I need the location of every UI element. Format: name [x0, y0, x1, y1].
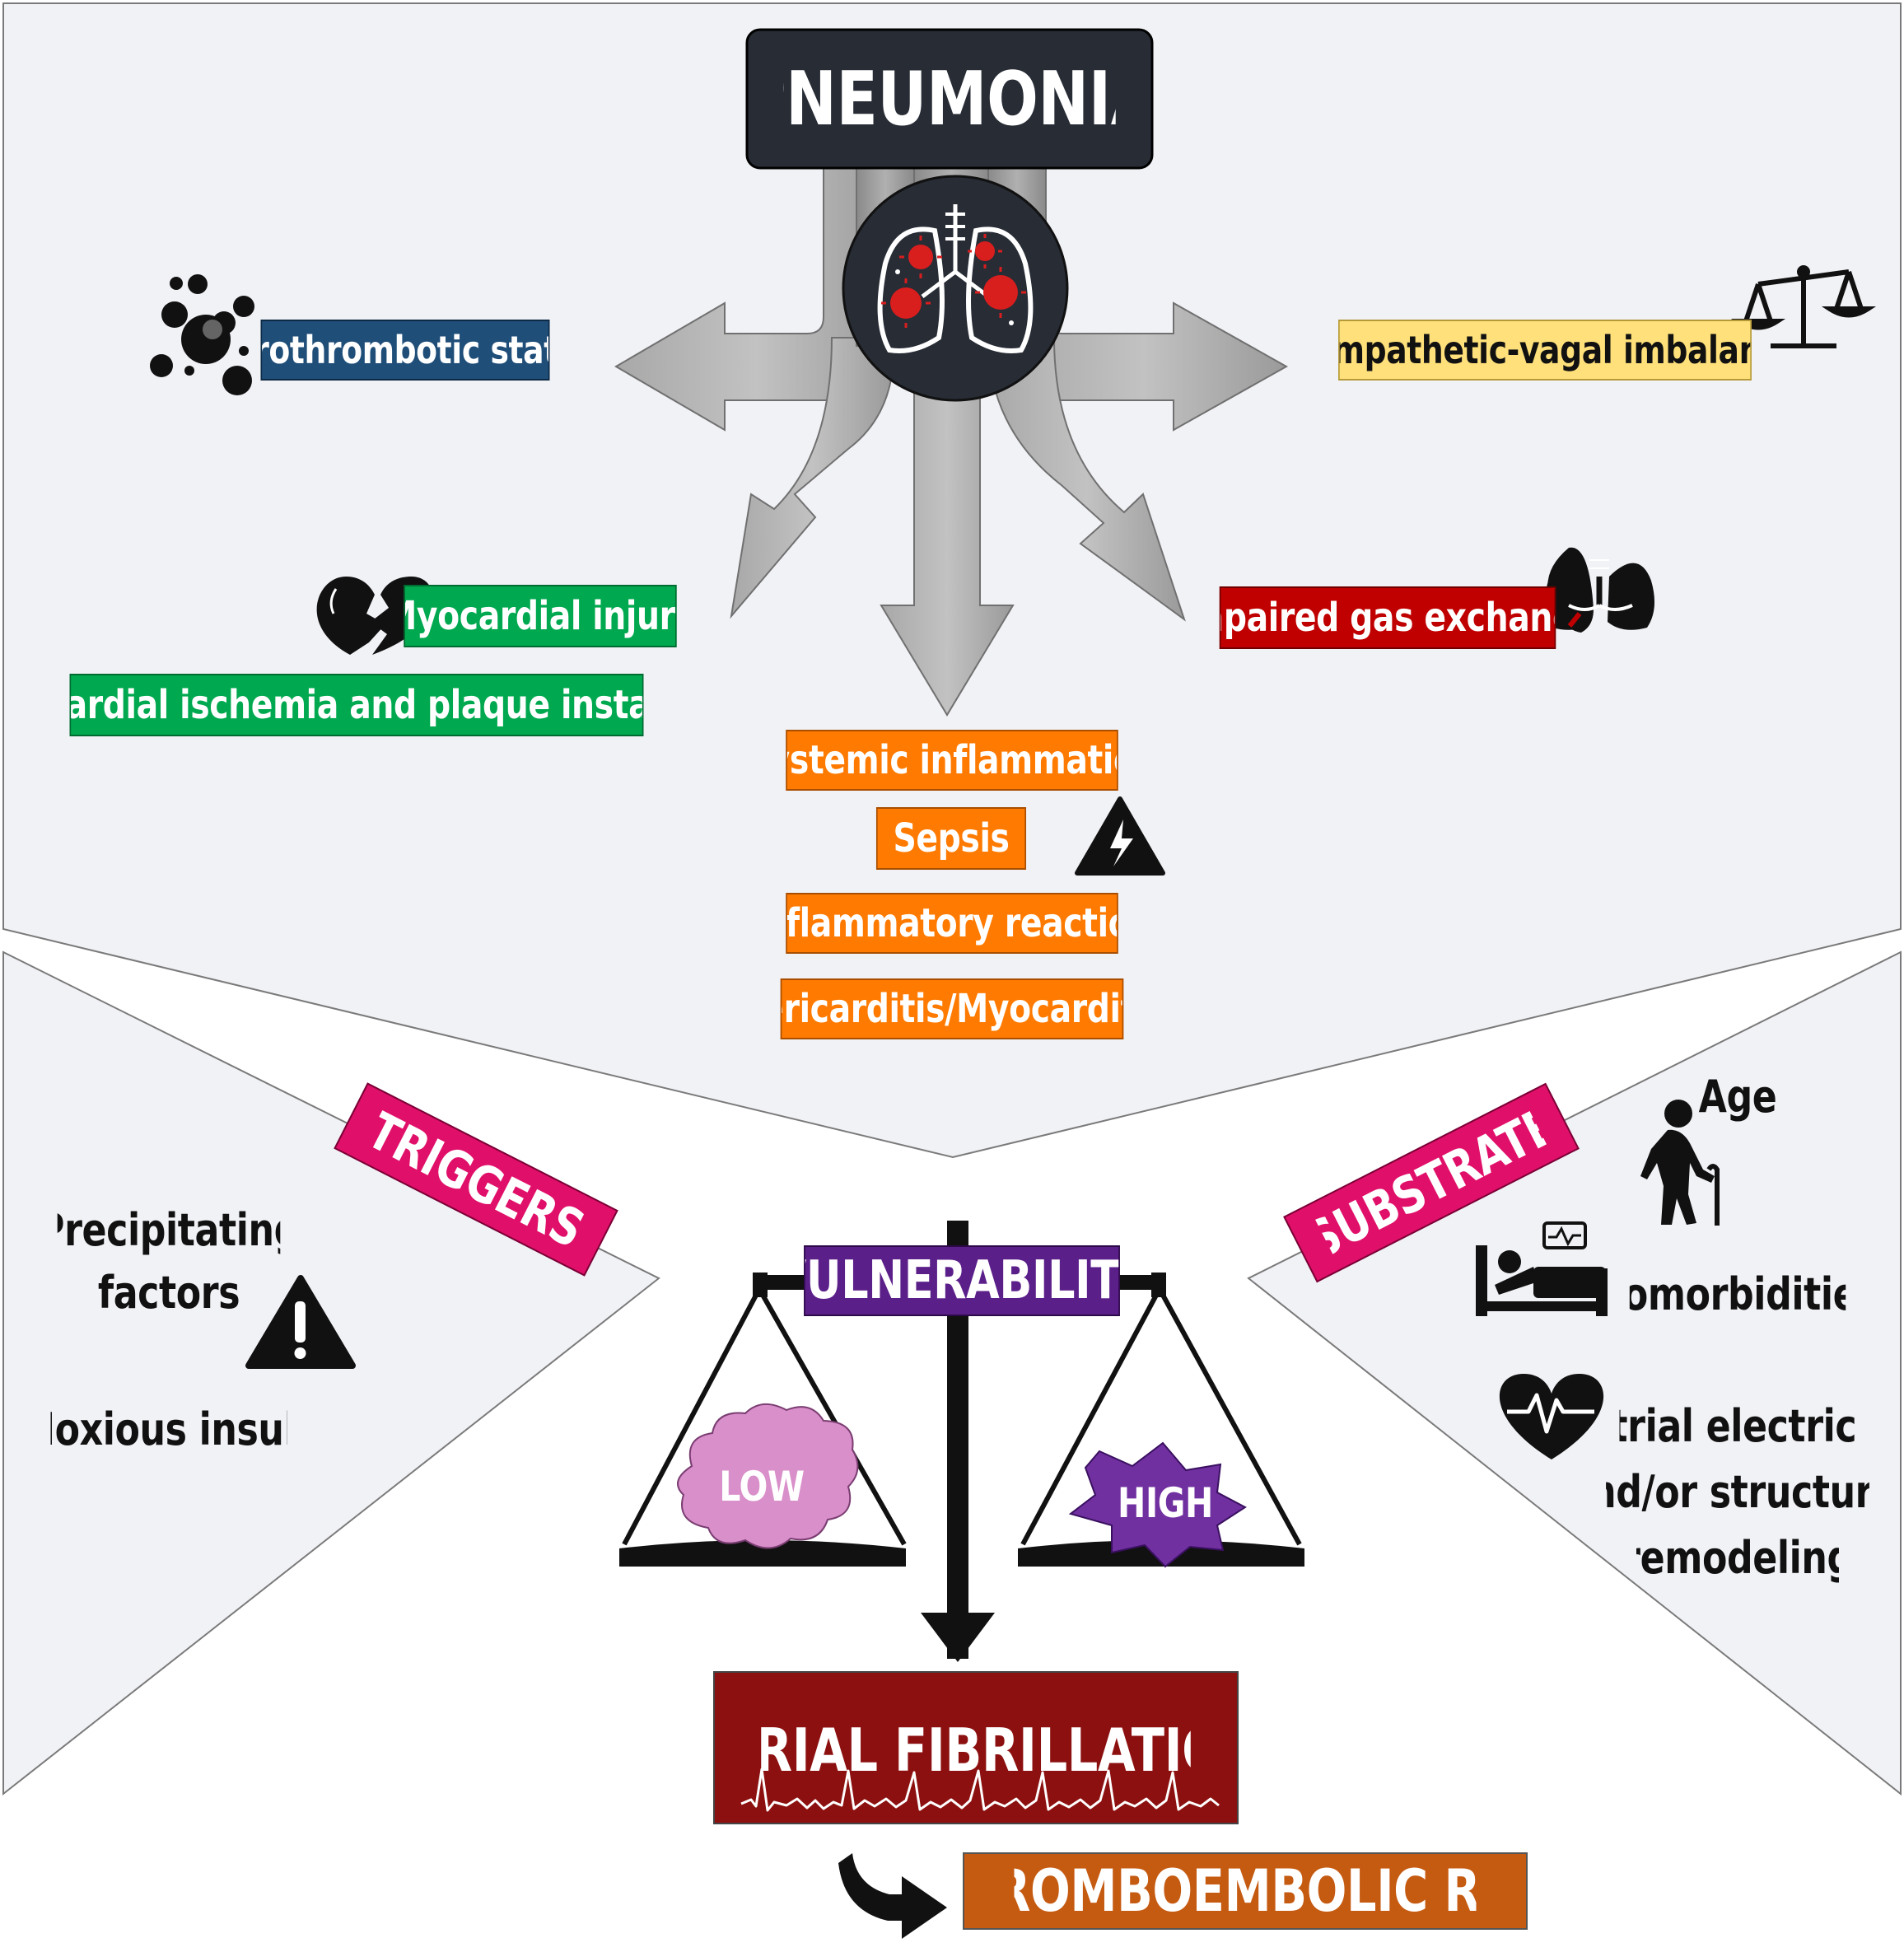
label-thromboembolic-risk: THROMBOEMBOLIC RISK	[1015, 1857, 1477, 1925]
bubbles-icon	[150, 274, 254, 395]
label-vulnerability: VULNERABILITY	[804, 1245, 1120, 1316]
label-impaired-gas-exchange: Impaired gas exchange	[1219, 586, 1556, 649]
label-high: HIGH	[1118, 1479, 1213, 1527]
label-myocardial-injury: Myocardial injury	[404, 585, 677, 647]
label-age: Age	[1698, 1070, 1777, 1123]
left-panel	[2, 950, 660, 1796]
risk-box	[963, 1852, 1528, 1930]
high-blob	[1068, 1441, 1247, 1568]
label-sepsis: Sepsis	[875, 807, 1027, 870]
low-blob	[676, 1403, 859, 1549]
label-pericarditis-myocarditis: Pericarditis/Myocarditis	[780, 978, 1124, 1039]
label-precipitating: Precipitating	[58, 1203, 281, 1256]
label-systemic-inflammation: Systemic inflammation	[786, 730, 1118, 791]
arrow-lower-right	[987, 337, 1186, 622]
curved-arrow-icon	[838, 1853, 947, 1939]
label-remodeling-line1: Atrial electrical	[1620, 1399, 1856, 1452]
label-myocardial-ischemia: Myocardial ischemia and plaque instabili…	[69, 674, 644, 736]
title-box	[745, 28, 1154, 170]
label-prothrombotic-state: Prothrombotic state	[260, 320, 550, 381]
label-remodeling-line2: and/or structural	[1606, 1465, 1869, 1518]
substrate-banner	[1283, 1082, 1580, 1283]
triggers-banner	[334, 1082, 618, 1277]
label-factors: factors	[97, 1266, 240, 1319]
label-inflammatory-reaction: Inflammatory reaction	[786, 893, 1118, 954]
label-comorbidities: Comorbidities	[1630, 1268, 1846, 1320]
label-atrial-fibrillation: ATRIAL FIBRILLATION	[761, 1716, 1191, 1785]
heart-ecg-icon	[1499, 1374, 1604, 1459]
ecg-trace	[740, 1768, 1220, 1812]
af-box	[713, 1671, 1239, 1824]
label-sympathetic-vagal-imbalance: Sympathetic-vagal imbalance	[1338, 320, 1752, 381]
right-panel	[1247, 950, 1902, 1796]
label-noxious-insult: Noxious insult	[51, 1403, 287, 1455]
page-title: PNEUMONIA	[783, 55, 1115, 142]
hospital-bed-icon	[1476, 1221, 1608, 1316]
lightning-warning-icon	[1075, 796, 1165, 876]
arrow-lower-left	[730, 337, 895, 619]
lungs-icon	[1545, 547, 1654, 633]
warning-icon	[245, 1275, 356, 1369]
lungs-virus-icon	[842, 175, 1069, 402]
arrow-left	[614, 164, 898, 432]
label-remodeling-line3: remodeling	[1636, 1531, 1839, 1584]
mechanism-arrows	[614, 164, 1289, 717]
label-low: LOW	[719, 1463, 805, 1511]
elderly-person-icon	[1640, 1100, 1720, 1226]
